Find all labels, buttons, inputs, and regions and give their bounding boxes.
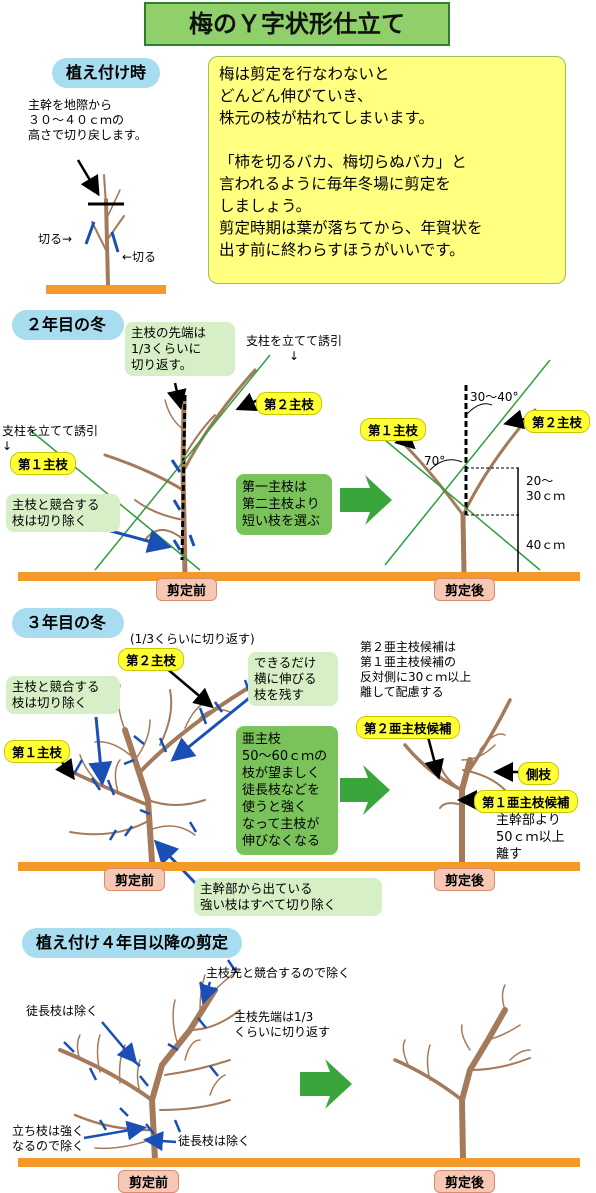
section-header-3rd-winter: ３年目の冬 <box>12 608 124 638</box>
angle-top: 30～40° <box>470 390 519 404</box>
ground-3 <box>18 862 580 871</box>
ground-2 <box>18 572 580 581</box>
section-header-2nd-winter: ２年目の冬 <box>12 310 124 340</box>
label-second-main-branch: 第２主枝 <box>256 392 323 415</box>
arrow-right-4 <box>300 1059 352 1109</box>
note-support-left: 支柱を立てて誘引 ↓ <box>2 424 99 453</box>
note-distance: 主幹部より 50ｃｍ以上 離す <box>496 813 565 862</box>
note-keep-sideways: できるだけ 横に伸びる 枝を残す <box>248 652 338 706</box>
note-upright-branch: 立ち枝は強く なるので除く <box>12 1124 85 1153</box>
label-after-4: 剪定後 <box>434 1170 496 1193</box>
label-second-sub-candidate: 第２亜主枝候補 <box>356 716 460 739</box>
note-compete-tip: 主枝先と競合するので除く <box>206 966 351 980</box>
label-first-main-3: 第１主枝 <box>4 740 71 763</box>
note-trunk-strong-branches: 主幹部から出ている 強い枝はすべて切り除く <box>194 878 382 916</box>
note-cutback-third: (1/3くらいに切り返す) <box>130 632 255 646</box>
cut-mark-right <box>110 231 120 253</box>
note-sub-branch: 亜主枝 50～60ｃｍの 枝が望ましく 徒長枝などを 使うと強く なって主枝が … <box>236 726 338 855</box>
note-cut-trunk: 主幹を地際から ３０～４０ｃｍの 高さで切り戻します。 <box>28 98 147 142</box>
label-before-4: 剪定前 <box>118 1170 180 1193</box>
dim-40: 40ｃｍ <box>526 538 566 552</box>
section-header-planting: 植え付け時 <box>52 58 161 88</box>
label-cut-right: ←切る <box>122 250 157 264</box>
page-title: 梅のＹ字状形仕立て <box>144 2 450 46</box>
label-first-sub-candidate: 第１亜主枝候補 <box>474 790 578 813</box>
note-remove-competing-3: 主枝と競合する 枝は切り除く <box>6 676 120 714</box>
info-box: 梅は剪定を行なわないと どんどん伸びていき、 株元の枝が枯れてしまいます。 「柿… <box>208 56 566 284</box>
note-second-sub-candidate: 第２亜主枝候補は 第１亜主枝候補の 反対側に30ｃｍ以上 離して配慮する <box>360 640 472 699</box>
tree-4yr-before <box>58 969 241 1163</box>
arrow-right-2 <box>340 475 392 525</box>
label-before-2: 剪定前 <box>156 578 218 601</box>
section-header-4th-year: 植え付け４年目以降の剪定 <box>22 928 243 958</box>
label-second-after: 第２主枝 <box>524 410 591 433</box>
note-tip-cutback: 主枝の先端は 1/3くらいに 切り返す。 <box>125 322 235 376</box>
label-first-after: 第１主枝 <box>360 418 427 441</box>
note-support-right: 支柱を立てて誘引 ↓ <box>246 334 343 363</box>
note-tip-cut: 主枝先端は1/3 くらいに切り返す <box>234 1010 331 1039</box>
dim-20-30: 20～ 30ｃｍ <box>526 474 566 503</box>
label-first-main-branch: 第１主枝 <box>10 452 77 475</box>
ground-4 <box>18 1158 580 1167</box>
label-before-3: 剪定前 <box>104 868 166 891</box>
label-after-2: 剪定後 <box>434 578 496 601</box>
label-side-branch: 側枝 <box>518 762 560 785</box>
note-remove-competing: 主枝と競合する 枝は切り除く <box>6 494 120 532</box>
label-second-main-3: 第２主枝 <box>118 648 185 671</box>
angle-70: 70° <box>424 454 446 468</box>
tree-4yr-after <box>393 984 531 1163</box>
ground-1 <box>46 285 166 294</box>
label-after-3: 剪定後 <box>434 868 496 891</box>
label-cut-left: 切る→ <box>38 232 73 246</box>
note-select-shorter: 第一主枝は 第二主枝より 短い枝を選ぶ <box>236 474 332 535</box>
cut-mark-left <box>84 221 96 245</box>
tree-3yr-before <box>66 684 250 865</box>
note-water-sprout-bottom: 徒長枝は除く <box>178 1134 251 1148</box>
arrow-right-3 <box>340 765 390 815</box>
note-water-sprout-left: 徒長枝は除く <box>26 1004 99 1018</box>
